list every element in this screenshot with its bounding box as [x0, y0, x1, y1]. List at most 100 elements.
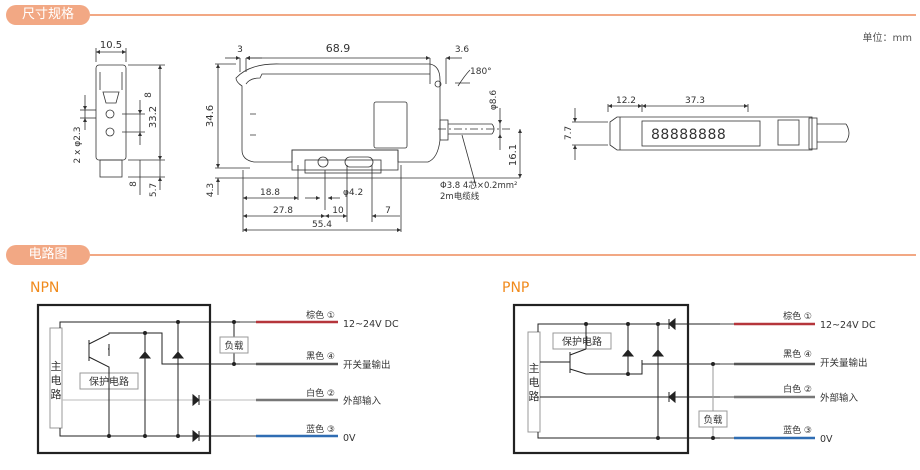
dim-front-10: 10	[332, 206, 344, 216]
section-title-circuit: 电路图	[6, 245, 90, 265]
npn-protection-label: 保护电路	[89, 375, 129, 388]
pnp-sensor-box	[512, 303, 690, 455]
dim-side-width: 10.5	[100, 40, 122, 51]
side-hole-1	[105, 109, 115, 119]
section-divider	[90, 14, 916, 16]
pnp-main-2: 电	[529, 376, 540, 389]
pnp-wire-3-func: 外部输入	[820, 392, 859, 404]
dim-front-cable-dia: φ8.6	[489, 90, 499, 111]
pnp-wire-1-color: 棕色 ①	[783, 310, 812, 322]
pnp-main-1: 主	[529, 362, 540, 375]
npn-diode-4	[192, 429, 200, 443]
dim-front-27-8: 27.8	[273, 206, 293, 216]
dim-front-hole-dia: φ4.2	[343, 188, 363, 198]
side-inner	[99, 72, 123, 90]
pnp-wires	[720, 322, 815, 440]
dim-front-top-left: 3	[237, 45, 243, 55]
npn-wire-2-color: 黑色 ④	[306, 350, 335, 362]
pnp-circuit	[512, 303, 728, 455]
dim-front-rail-height: 4.3	[206, 183, 216, 197]
seven-segment-display: 88888888	[651, 127, 726, 143]
mount-slot	[344, 156, 374, 168]
pnp-diode-1	[621, 349, 635, 357]
unit-label: 单位：mm	[862, 33, 912, 44]
side-latch	[102, 91, 120, 104]
pnp-wire-1-func: 12~24V DC	[820, 320, 876, 331]
side-hole-2	[105, 127, 115, 137]
front-window	[373, 101, 408, 149]
front-rail	[291, 149, 399, 171]
dim-side-bottom-offset: 8	[129, 181, 139, 187]
dim-front-18-8: 18.8	[260, 188, 280, 198]
section-header-dimensions: 尺寸规格	[6, 5, 916, 25]
npn-junctions	[107, 320, 236, 438]
dim-top-37-3: 37.3	[685, 96, 705, 106]
pnp-title: PNP	[502, 280, 530, 296]
dim-front-height: 34.6	[205, 105, 216, 127]
pnp-wire-4-color: 蓝色 ③	[783, 424, 812, 436]
section-divider	[90, 254, 916, 256]
mount-hole	[317, 156, 329, 168]
pnp-wire-3-color: 白色 ②	[783, 383, 812, 395]
pnp-diode-2	[651, 349, 665, 357]
hinge-icon	[434, 80, 442, 88]
cable-spec-1: Φ3.8 4芯×0.2mm²	[440, 180, 517, 191]
front-body	[235, 63, 441, 163]
npn-diode-1	[138, 351, 152, 359]
npn-load-box	[219, 336, 249, 354]
npn-wires	[240, 320, 338, 438]
dim-top-12-2: 12.2	[616, 96, 636, 106]
pnp-load-label: 负载	[703, 414, 723, 426]
npn-wire-4-color: 蓝色 ③	[306, 423, 335, 435]
npn-wire-1-color: 棕色 ①	[306, 309, 335, 321]
pnp-junctions	[584, 322, 715, 440]
top-view-drawing	[572, 104, 850, 160]
cable-spec-2: 2m电缆线	[440, 191, 480, 202]
pnp-protection-label: 保护电路	[562, 335, 602, 348]
npn-main-1: 主	[51, 360, 62, 373]
section-title-dimensions: 尺寸规格	[6, 5, 90, 25]
side-view-drawing	[80, 48, 165, 195]
dim-top-7-7: 7.7	[564, 126, 574, 140]
top-display	[641, 120, 761, 147]
pnp-load-box	[698, 410, 728, 428]
dim-front-cable-height: 16.1	[508, 144, 519, 166]
pnp-wire-2-color: 黑色 ④	[783, 348, 812, 360]
npn-title: NPN	[30, 280, 60, 296]
side-body	[95, 64, 127, 161]
side-connector	[99, 159, 123, 178]
npn-wire-2-func: 开关量输出	[343, 359, 391, 371]
npn-wire-1-func: 12~24V DC	[343, 319, 399, 330]
pnp-wire-4-func: 0V	[820, 434, 833, 445]
top-body	[609, 116, 813, 151]
npn-load-label: 负载	[224, 340, 244, 352]
top-cable	[817, 123, 850, 143]
pnp-main-circuit-box	[527, 331, 541, 433]
front-view-drawing	[215, 56, 522, 232]
dim-side-height: 33.2	[148, 106, 159, 128]
npn-main-2: 电	[51, 374, 62, 387]
pnp-diode-3	[668, 317, 676, 331]
pnp-wire-2-func: 开关量输出	[820, 357, 868, 369]
npn-main-3: 路	[51, 388, 62, 401]
dim-side-holes: 2 x φ2.3	[73, 126, 83, 163]
section-header-circuit: 电路图	[6, 245, 916, 265]
pnp-diode-4	[668, 390, 676, 404]
dim-front-rotation: 180°	[470, 67, 492, 77]
npn-diode-2	[171, 351, 185, 359]
dim-front-55-4: 55.4	[312, 220, 332, 230]
top-button	[777, 119, 800, 146]
npn-wire-3-color: 白色 ②	[306, 387, 335, 399]
npn-wire-3-func: 外部输入	[343, 395, 382, 407]
dim-front-top-right: 3.6	[455, 45, 470, 55]
npn-circuit	[36, 303, 249, 455]
npn-main-circuit-box	[49, 327, 63, 429]
npn-sensor-box	[36, 303, 212, 455]
dim-front-length: 68.9	[326, 42, 351, 55]
dim-side-bottom-height: 5.7	[149, 183, 159, 197]
dim-front-7: 7	[385, 206, 391, 216]
npn-wire-4-func: 0V	[343, 433, 356, 444]
dim-side-hole-spacing: 8	[144, 92, 154, 98]
pnp-main-3: 路	[529, 390, 540, 403]
